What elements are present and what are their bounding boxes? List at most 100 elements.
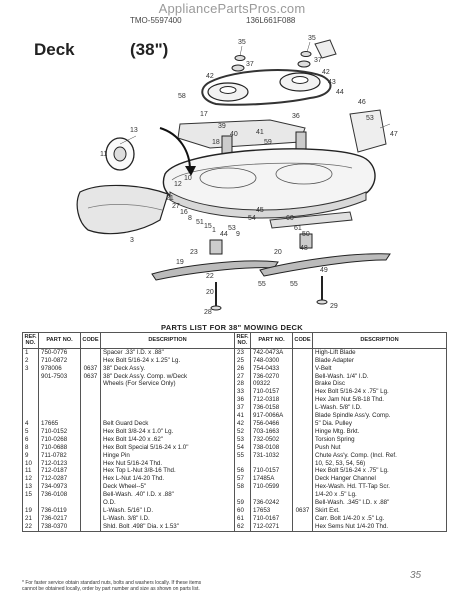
cell-part-no: 710-0268	[38, 435, 81, 444]
header-code: CODE	[80, 332, 101, 349]
cell-ref-no: 6	[22, 435, 39, 444]
cell-description: High-Lift Blade	[312, 348, 447, 357]
cell-ref-no: 10	[22, 459, 39, 468]
cell-ref-no: 21	[22, 514, 39, 523]
callout-label: 55	[258, 281, 266, 288]
cell-code	[292, 404, 313, 413]
callout-label: 17	[200, 111, 208, 118]
callout-label: 42	[206, 73, 214, 80]
cell-ref-no	[22, 396, 39, 405]
right-pulley	[279, 72, 321, 92]
cell-description: V-Belt	[312, 364, 447, 373]
cell-ref-no: 62	[234, 522, 251, 532]
cell-code	[292, 483, 313, 492]
cell-ref-no: 52	[234, 427, 251, 436]
callout-label: 51	[196, 219, 204, 226]
cell-description: Brake Disc	[312, 380, 447, 389]
cell-part-no: 738-0370	[38, 522, 81, 532]
cell-code	[80, 451, 101, 460]
callout-label: 12	[174, 181, 182, 188]
cell-code	[80, 459, 101, 468]
cell-part-no: 736-0217	[38, 514, 81, 523]
cell-part-no: 754-0433	[250, 364, 293, 373]
cell-code	[80, 491, 101, 500]
deck-size-label: (38")	[130, 40, 169, 59]
cell-code	[80, 380, 101, 389]
cell-ref-no: 19	[22, 506, 39, 515]
cell-code	[292, 412, 313, 420]
callout-labels: 35 37 42 35 37 42 43 44 58 46 53 47 17 3…	[100, 35, 398, 316]
cell-ref-no	[22, 388, 39, 397]
cell-ref-no: 41	[234, 412, 251, 420]
callout-label: 35	[308, 35, 316, 42]
cell-part-no: 917-0066A	[250, 412, 293, 420]
cell-description	[100, 396, 235, 405]
cell-part-no	[38, 380, 81, 389]
cell-code	[80, 404, 101, 413]
cell-code	[292, 364, 313, 373]
cell-code	[292, 356, 313, 365]
cell-part-no	[38, 388, 81, 397]
cell-code	[80, 499, 101, 507]
cell-part-no: 750-0776	[38, 348, 81, 357]
cell-description: Spacer .33" I.D. x .88"	[100, 348, 235, 357]
callout-label: 37	[314, 57, 322, 64]
cell-part-no	[38, 499, 81, 507]
cell-description: Belt Guard Deck	[100, 419, 235, 428]
callout-label: 19	[176, 259, 184, 266]
cell-description: 10, 52, 53, 54, 56)	[312, 459, 447, 468]
callout-label: 54	[248, 215, 256, 222]
callout-label: 55	[290, 281, 298, 288]
cell-ref-no: 15	[22, 491, 39, 500]
header-code: CODE	[292, 332, 313, 349]
cell-description: Hex Bolt Special 5/16-24 x 1.0"	[100, 443, 235, 452]
cell-code	[292, 396, 313, 405]
cell-description: Bell-Wash. .345" I.D. x .88"	[312, 499, 447, 507]
cell-description: Blade Adapter	[312, 356, 447, 365]
cell-ref-no: 26	[234, 364, 251, 373]
cell-code	[292, 514, 313, 523]
callout-label: 58	[178, 93, 186, 100]
cell-code	[292, 380, 313, 389]
cell-description: Hex Bolt 5/16-24 x .75" Lg.	[312, 388, 447, 397]
cell-code	[80, 522, 101, 532]
cell-ref-no: 2	[22, 356, 39, 365]
callout-label: 44	[336, 89, 344, 96]
discharge-chute	[76, 184, 169, 235]
callout-label: 11	[100, 151, 107, 158]
footnote: * For faster service obtain standard nut…	[22, 580, 202, 592]
cell-code	[292, 522, 313, 532]
cell-code	[80, 356, 101, 365]
callout-label: 37	[246, 61, 254, 68]
cell-part-no: 710-0688	[38, 443, 81, 452]
cell-part-no: 748-0300	[250, 356, 293, 365]
cell-ref-no: 28	[234, 380, 251, 389]
cell-description: Hex Nut 5/16-24 Thd.	[100, 459, 235, 468]
cell-code	[292, 372, 313, 381]
cell-code	[292, 475, 313, 484]
cell-description: Hex Bolt 1/4-20 x .62"	[100, 435, 235, 444]
cell-ref-no: 12	[22, 475, 39, 484]
callout-label: 59	[264, 139, 272, 146]
cell-part-no: 731-1032	[250, 451, 293, 460]
parts-list-table: REF. NO. PART NO. CODE DESCRIPTION REF. …	[22, 332, 447, 532]
belt-guard	[177, 119, 306, 149]
cell-ref-no	[22, 372, 39, 381]
cell-code	[80, 396, 101, 405]
exploded-parts-diagram: 35 37 42 35 37 42 43 44 58 46 53 47 17 3…	[76, 35, 398, 316]
cell-part-no: 09322	[250, 380, 293, 389]
watermark: AppliancePartsPros.com	[158, 1, 306, 16]
callout-label: 47	[390, 131, 398, 138]
cell-part-no: 710-0152	[38, 427, 81, 436]
cell-code	[80, 348, 101, 357]
callout-label: 44	[220, 231, 228, 238]
